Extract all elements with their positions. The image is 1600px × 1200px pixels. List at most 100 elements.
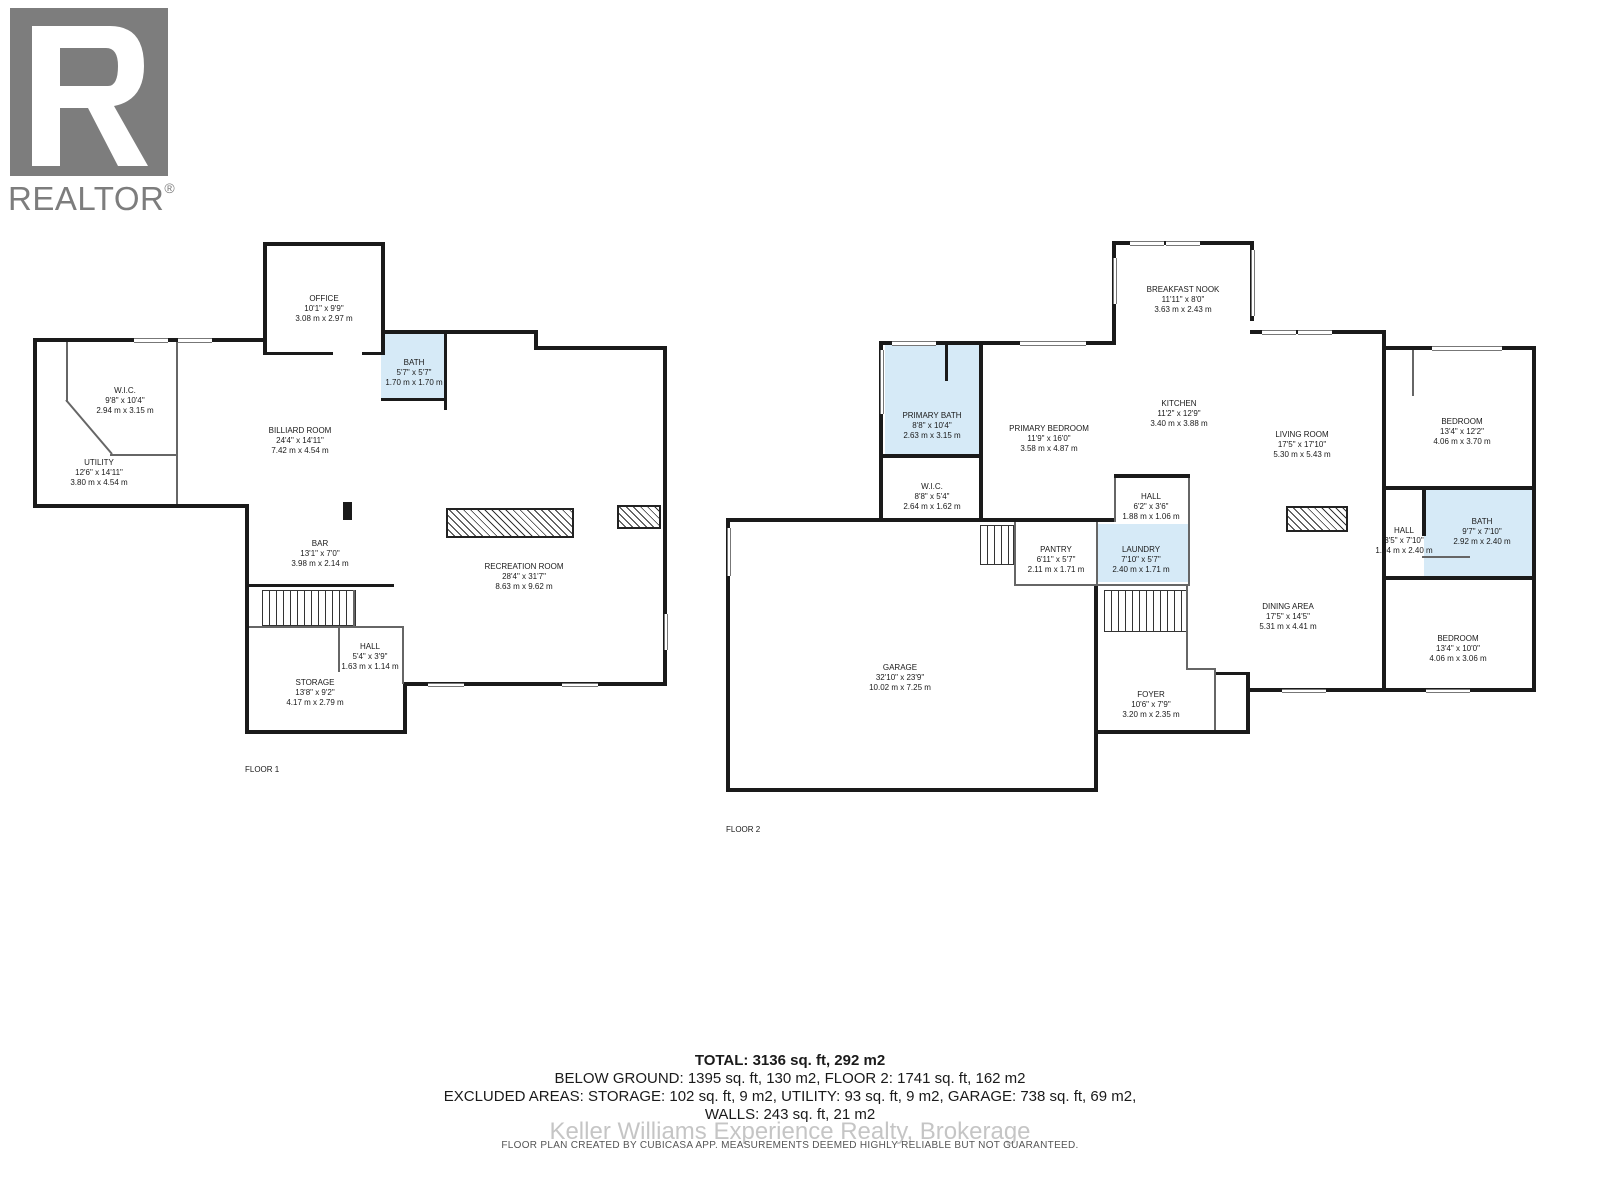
- wall: [381, 398, 447, 401]
- wall: [66, 342, 68, 402]
- window: [562, 683, 598, 687]
- floor2-stairs-upper: [980, 525, 1014, 565]
- wall: [1094, 730, 1250, 734]
- wall: [879, 341, 1116, 345]
- wall: [726, 518, 730, 792]
- wall: [979, 341, 983, 521]
- wall: [1246, 672, 1250, 734]
- wall: [945, 341, 948, 381]
- window: [1432, 346, 1502, 351]
- wall: [338, 626, 340, 672]
- wall: [1186, 668, 1216, 670]
- window: [1426, 689, 1470, 693]
- laundry-fill: [1098, 524, 1188, 582]
- window: [1298, 330, 1332, 335]
- wall: [110, 454, 176, 456]
- total-area: TOTAL: 3136 sq. ft, 292 m2: [694, 1052, 886, 1069]
- wall: [883, 454, 981, 458]
- wall: [1186, 586, 1188, 670]
- bath1-fill: [381, 334, 446, 400]
- window: [134, 338, 168, 343]
- bath2-fill: [1424, 490, 1532, 576]
- wall: [1014, 522, 1016, 584]
- window: [1113, 258, 1117, 304]
- wall: [1094, 586, 1098, 792]
- wall: [263, 352, 333, 355]
- wall: [444, 330, 447, 410]
- wall: [879, 341, 883, 521]
- wall: [1096, 522, 1098, 584]
- window: [1251, 250, 1255, 316]
- wall: [362, 352, 385, 355]
- wall: [1014, 584, 1188, 586]
- wall: [33, 338, 37, 508]
- wall: [338, 626, 404, 628]
- wall: [1214, 668, 1216, 730]
- wall: [403, 682, 667, 686]
- wall: [1382, 576, 1536, 580]
- wall: [1188, 478, 1190, 586]
- walls-area: WALLS: 243 sq. ft, 21 m2: [704, 1106, 876, 1123]
- primary-bath-fill: [885, 343, 981, 456]
- wall: [534, 330, 538, 350]
- wall: [663, 346, 667, 686]
- window: [880, 350, 884, 414]
- fireplace: [617, 505, 661, 529]
- floor2-label: FLOOR 2: [726, 825, 761, 834]
- bar-counter: [249, 584, 394, 587]
- bar-post: [343, 502, 352, 520]
- window: [178, 338, 212, 343]
- window: [1130, 241, 1164, 246]
- wall: [1532, 346, 1536, 692]
- wall: [245, 504, 249, 734]
- cubicasa-credit: FLOOR PLAN CREATED BY CUBICASA APP. MEAS…: [501, 1140, 1079, 1151]
- window: [1282, 689, 1326, 693]
- wall: [402, 626, 404, 684]
- excluded-areas: EXCLUDED AREAS: STORAGE: 102 sq. ft, 9 m…: [443, 1088, 1137, 1105]
- wall: [1422, 556, 1470, 558]
- wall: [263, 242, 267, 354]
- wall: [1422, 486, 1426, 536]
- wall: [1382, 330, 1386, 692]
- room-wic: W.I.C.8'8" x 5'4"2.64 m x 1.62 m: [903, 482, 961, 511]
- floor1-label: FLOOR 1: [245, 765, 280, 774]
- floor1-stairs: [262, 590, 356, 626]
- wic-diagonal-wall: [65, 399, 113, 455]
- floor2-stairs-lower: [1104, 590, 1188, 632]
- window: [1262, 330, 1296, 335]
- wall: [1214, 672, 1250, 675]
- window: [428, 683, 464, 687]
- room-wic: W.I.C.9'8" x 10'4"2.94 m x 3.15 m: [96, 386, 154, 415]
- wall: [1114, 478, 1116, 522]
- wall: [381, 330, 538, 334]
- wall: [249, 626, 355, 628]
- area-summary: TOTAL: 3136 sq. ft, 292 m2 BELOW GROUND:…: [400, 1052, 1180, 1124]
- wall: [534, 346, 667, 350]
- wall: [33, 504, 249, 508]
- wall: [726, 788, 1098, 792]
- window: [727, 528, 731, 576]
- window: [664, 614, 668, 650]
- wall: [1382, 486, 1536, 490]
- fireplace: [446, 508, 574, 538]
- floor-areas: BELOW GROUND: 1395 sq. ft, 130 m2, FLOOR…: [554, 1070, 1026, 1087]
- wall: [1114, 474, 1190, 478]
